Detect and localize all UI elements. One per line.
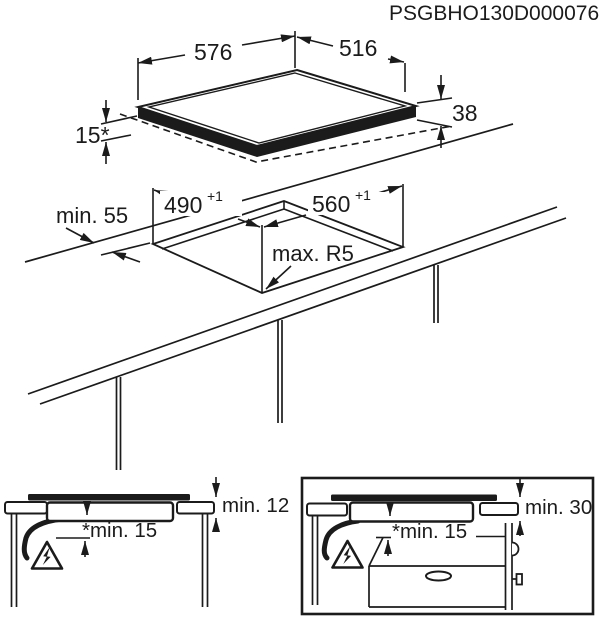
worktop-cutout-view: 490 +1 560 +1 min. 55 max. R5	[24, 123, 567, 470]
worktop-front-bottom-edge	[39, 217, 567, 405]
dim-worktop-thickness: min. 30	[516, 477, 592, 536]
oven-fixing-screw	[515, 573, 523, 586]
clearance-below-label: *min. 15	[82, 519, 157, 542]
oven-vent-slot	[425, 570, 452, 582]
hob-box-section	[348, 501, 475, 523]
oven-hinge-lug	[511, 541, 520, 557]
corner-radius-label: max. R5	[272, 241, 354, 266]
dim-worktop-thickness: min. 12	[212, 477, 289, 532]
hob-body-band	[138, 106, 416, 157]
hob-box-section	[45, 501, 175, 523]
dim-back-clearance: min. 55	[56, 203, 151, 263]
high-voltage-warning-icon	[30, 540, 64, 570]
worktop-right-piece	[479, 502, 519, 516]
back-clearance-label: min. 55	[56, 203, 128, 228]
mains-cable	[21, 516, 65, 561]
dim-hob-height: 38	[416, 75, 478, 148]
cabinet-side-panels	[311, 516, 319, 605]
dim-hob-width: 576	[137, 31, 296, 100]
cutout-depth-tolerance: +1	[355, 187, 371, 203]
dim-clearance-below: *min. 15	[376, 502, 506, 556]
hob-lip-label: 15*	[75, 122, 110, 148]
worktop-thickness-label: min. 12	[222, 494, 289, 517]
dim-hob-depth: 516	[296, 35, 406, 92]
hob-isometric-view: 576 516 38 15*	[75, 31, 478, 164]
hidden-worktop-edge-dashed	[119, 113, 453, 163]
section-with-oven: min. 30 *min. 15	[300, 476, 595, 616]
worktop-front-top-edge	[27, 206, 558, 395]
worktop-left-piece	[306, 502, 348, 517]
hob-glass-frame	[146, 72, 408, 144]
worktop-back-edge	[24, 123, 514, 263]
cutout-width-tolerance: +1	[207, 188, 223, 204]
hob-glass-section	[28, 494, 190, 501]
worktop-thickness-label: min. 30	[525, 496, 592, 519]
worktop-right-piece	[176, 501, 215, 515]
cabinet-side-panels	[10, 513, 209, 607]
hob-height-label: 38	[452, 100, 478, 126]
hob-depth-label: 516	[339, 35, 377, 61]
cutout-width-label: 490	[164, 192, 202, 218]
dim-hob-lip: 15*	[75, 100, 138, 164]
hob-width-label: 576	[194, 39, 232, 65]
cabinet-panels	[115, 265, 439, 470]
clearance-below-label: *min. 15	[392, 520, 467, 543]
dim-clearance-below: *min. 15	[56, 501, 157, 557]
dim-corner-radius: max. R5	[265, 241, 354, 290]
oven-below	[368, 523, 523, 610]
worktop-left-piece	[4, 501, 48, 515]
hob-glass-section	[331, 494, 497, 501]
mains-cable	[321, 518, 361, 561]
dim-cutout-width: 490 +1	[153, 188, 261, 228]
cutout-depth-label: 560	[312, 191, 350, 217]
section-no-oven: min. 12 *min. 15	[4, 477, 289, 607]
figure-code: PSGBHO130D000076	[389, 2, 599, 25]
dim-cutout-depth: 560 +1	[263, 185, 403, 228]
